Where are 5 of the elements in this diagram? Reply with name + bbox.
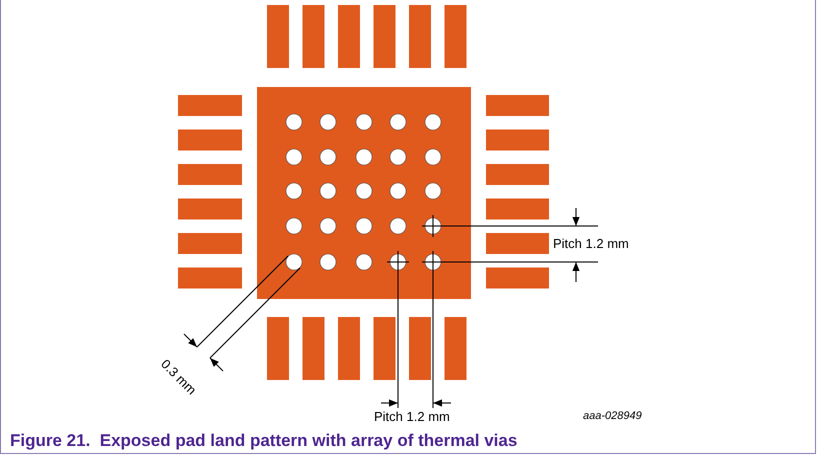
dimension-label: 0.3 mm — [158, 357, 199, 397]
dimension-label: Pitch 1.2 mm — [553, 237, 629, 250]
dimension-label: Pitch 1.2 mm — [374, 410, 450, 423]
figure-id: aaa-028949 — [583, 411, 642, 422]
figure-caption: Figure 21. Exposed pad land pattern with array of thermal vias — [10, 432, 518, 449]
